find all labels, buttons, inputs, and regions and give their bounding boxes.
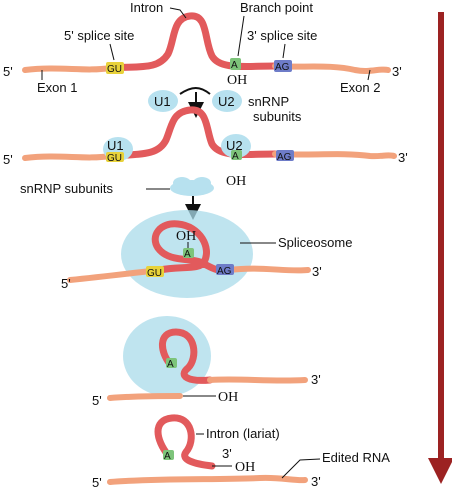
branch-a-label: A	[231, 60, 238, 71]
exon-2-strand-4	[207, 376, 308, 384]
ag-site-2	[276, 150, 294, 161]
snrnp-assembly-step: snRNP subunits	[20, 177, 214, 220]
snrnp-cloud-2	[173, 177, 191, 189]
branch-a-label-3: A	[184, 249, 191, 260]
exon-1-strand-2	[22, 153, 113, 161]
edited-rna-leader	[281, 458, 321, 479]
intron-leader	[169, 7, 187, 19]
exon-1-label: Exon 1	[37, 80, 77, 95]
three-prime-label-5a: 3'	[222, 446, 232, 461]
ag-label-3: AG	[217, 266, 232, 277]
exon-2-strand-3	[227, 265, 311, 274]
u2-bound	[221, 134, 251, 158]
oh-label-2: OH	[226, 174, 246, 189]
intron-loop-4	[159, 328, 214, 384]
u1-subunit	[148, 90, 178, 112]
branch-a-label-2: A	[232, 151, 239, 162]
exon-2-label: Exon 2	[340, 80, 380, 95]
three-prime-label: 3'	[392, 64, 402, 79]
oh-label-5: OH	[235, 460, 255, 475]
edited-rna-strand	[107, 474, 308, 485]
stage-1-pre-mrna: GU AG A OH 5' 3' Intron Branch point 5' …	[3, 0, 402, 95]
three-prime-label-3: 3'	[312, 264, 322, 279]
exon-1-strand-4	[107, 393, 183, 401]
gu-site-2	[106, 152, 124, 162]
branch-a-4	[166, 358, 177, 368]
three-prime-label-5b: 3'	[311, 474, 321, 489]
ag-label: AG	[275, 62, 290, 73]
u2-bound-label: U2	[226, 138, 243, 153]
snrnp-subunits-right-label-1: snRNP	[248, 94, 289, 109]
oh-label-4: OH	[218, 390, 238, 405]
branch-a-label-5: A	[164, 451, 171, 462]
gu-label: GU	[107, 64, 122, 75]
intron-lariat	[154, 414, 216, 470]
u1-bound-label: U1	[107, 138, 124, 153]
branch-point-leader	[237, 15, 245, 57]
splice5-leader	[109, 43, 115, 61]
snrnp-subunits-left-label: snRNP subunits	[20, 181, 113, 196]
intron-lariat-label: Intron (lariat)	[206, 426, 280, 441]
five-prime-label-5: 5'	[92, 475, 102, 490]
splice3-leader	[282, 43, 286, 59]
gu-site	[106, 62, 124, 74]
three-prime-splice-site-label: 3' splice site	[247, 28, 317, 43]
snrnp-cloud-3	[193, 177, 211, 189]
exon-2-strand-2	[272, 151, 397, 160]
branch-a-3	[183, 248, 194, 258]
branch-a	[230, 58, 241, 70]
three-prime-label-4: 3'	[311, 372, 321, 387]
u2-label: U2	[218, 94, 235, 109]
stage-3-spliceosome: GU AG A OH 5' 3' Spliceosome	[61, 210, 352, 298]
branch-a-5	[163, 450, 174, 460]
five-prime-label: 5'	[3, 64, 13, 79]
exon-1-strand	[22, 65, 113, 73]
oh-label-3: OH	[176, 229, 196, 244]
edited-rna-label: Edited RNA	[322, 450, 390, 465]
exon-2-strand	[272, 63, 391, 74]
ag-site	[274, 60, 292, 72]
intron-label: Intron	[130, 0, 163, 15]
gu-label-3: GU	[147, 268, 162, 279]
branch-point-label: Branch point	[240, 0, 313, 15]
five-prime-label-4: 5'	[92, 393, 102, 408]
snrnp-subunits-right-label-2: subunits	[253, 109, 302, 124]
process-direction-arrow	[428, 12, 452, 484]
intron-loop-3	[151, 220, 234, 274]
five-prime-label-2: 5'	[3, 152, 13, 167]
five-prime-splice-site-label: 5' splice site	[64, 28, 134, 43]
ag-site-3	[216, 264, 234, 275]
u2-subunit	[212, 90, 242, 112]
binding-arc	[179, 87, 211, 95]
three-prime-label-2: 3'	[398, 150, 408, 165]
gu-site-3	[146, 266, 164, 277]
ag-label-2: AG	[277, 152, 292, 163]
stage-4-lariat-formation: A OH 5' 3'	[92, 316, 321, 408]
exon-2-leader	[367, 69, 371, 81]
intron-strand	[106, 12, 279, 72]
branch-a-2	[231, 150, 242, 160]
oh-label: OH	[227, 73, 247, 88]
stage-2-snrnp-bound: U1 GU U2 A OH AG 5' 3'	[3, 106, 408, 189]
five-prime-label-3: 5'	[61, 276, 71, 291]
u1-label: U1	[154, 94, 171, 109]
gu-label-2: GU	[107, 153, 122, 164]
stage-5-edited-rna: A 3' OH Intron (lariat) 5' 3' Edited RNA	[92, 414, 390, 490]
snrnp-binding-step: U1 U2 snRNP subunits	[148, 87, 302, 124]
branch-a-label-4: A	[167, 359, 174, 370]
spliceosome-label: Spliceosome	[278, 235, 352, 250]
